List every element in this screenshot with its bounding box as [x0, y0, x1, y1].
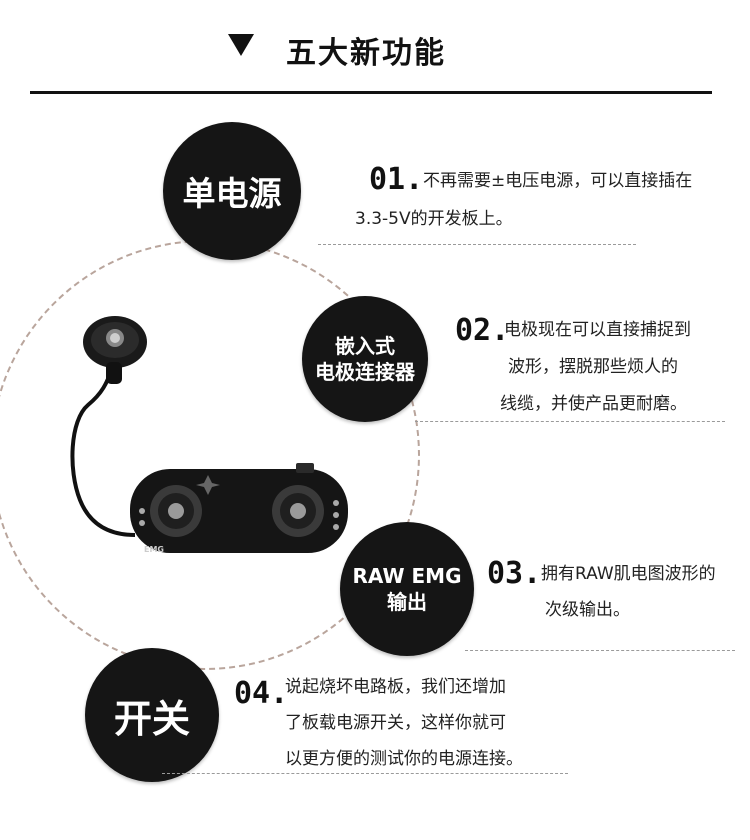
feature-number-04: 04. [234, 676, 289, 711]
dotted-divider [415, 421, 725, 422]
badge-single-supply: 单电源 [163, 122, 301, 260]
badge-line: 电极连接器 [315, 360, 415, 384]
header-divider [30, 91, 712, 94]
badge-line: 嵌入式 [335, 334, 395, 358]
dotted-divider [318, 244, 636, 245]
feature-01-line-1: 不再需要±电压电源，可以直接插在 [423, 171, 693, 191]
badge-raw-emg-output: RAW EMG 输出 [340, 522, 474, 656]
board-label: EMG [144, 545, 164, 554]
feature-03-line-1: 拥有RAW肌电图波形的 [541, 564, 716, 584]
feature-02-line-3: 线缆，并使产品更耐磨。 [500, 394, 687, 414]
feature-04-line-1: 说起烧坏电路板，我们还增加 [285, 677, 506, 697]
dotted-divider [465, 650, 735, 651]
feature-04-line-3: 以更方便的测试你的电源连接。 [285, 749, 523, 769]
triangle-down-icon [228, 34, 254, 56]
feature-number-01: 01. [369, 162, 424, 197]
emg-circuit-board [128, 463, 350, 558]
badge-embedded-connector: 嵌入式 电极连接器 [302, 296, 428, 422]
feature-number-02: 02. [455, 313, 510, 348]
feature-02-line-1: 电极现在可以直接捕捉到 [504, 320, 691, 340]
feature-01-line-2: 3.3-5V的开发板上。 [355, 209, 513, 229]
badge-line: RAW EMG [352, 564, 462, 588]
dotted-divider [162, 773, 568, 774]
feature-04-line-2: 了板载电源开关，这样你就可 [285, 713, 506, 733]
emg-sensor-illustration [70, 316, 147, 537]
page-title: 五大新功能 [286, 36, 446, 71]
badge-line: 输出 [387, 590, 427, 614]
feature-03-line-2: 次级输出。 [545, 600, 630, 620]
badge-switch: 开关 [85, 648, 219, 782]
feature-number-03: 03. [487, 556, 542, 591]
feature-02-line-2: 波形，摆脱那些烦人的 [508, 357, 678, 377]
